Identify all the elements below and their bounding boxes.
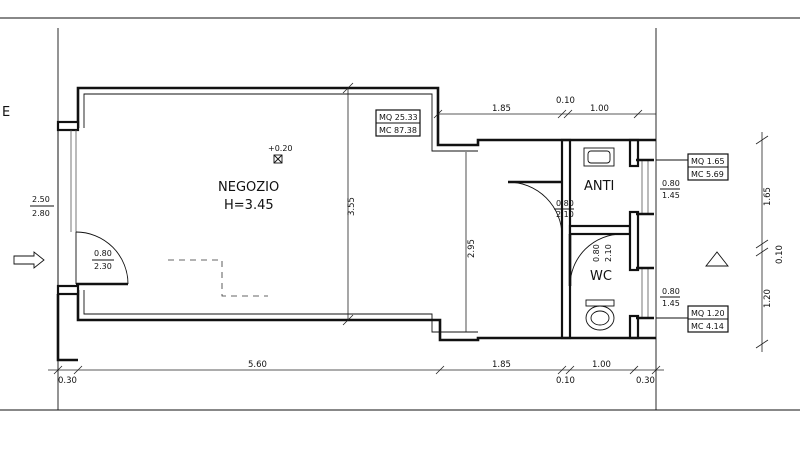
facade-pier-top bbox=[56, 120, 80, 132]
dim-tick bbox=[755, 239, 769, 249]
dim-top-a: 1.85 bbox=[492, 104, 511, 114]
area-anti: MQ 1.65 bbox=[691, 157, 725, 166]
area-negozio: MQ 25.33 bbox=[379, 113, 418, 122]
room-name-negozio: NEGOZIO bbox=[218, 180, 279, 195]
anti-window-height: 1.45 bbox=[662, 191, 680, 200]
dim-tick bbox=[755, 247, 769, 257]
dim-bottom-c: 1.85 bbox=[492, 360, 511, 370]
volume-wc: MC 4.14 bbox=[691, 322, 724, 331]
dim-bottom-e: 1.00 bbox=[592, 360, 611, 370]
level-marker-icon bbox=[273, 154, 283, 164]
north-arrow-icon bbox=[705, 251, 729, 267]
wc-door-height: 2.10 bbox=[604, 244, 613, 262]
shop-window-height: 2.80 bbox=[32, 209, 50, 218]
dim-tick bbox=[755, 339, 769, 349]
edge-letter: E bbox=[2, 105, 10, 120]
service-wall-partition bbox=[568, 224, 632, 236]
entrance-arrow-icon bbox=[13, 251, 45, 269]
shop-wall-inner bbox=[83, 93, 478, 333]
dim-tick bbox=[565, 365, 575, 375]
wc-window-height: 1.45 bbox=[662, 299, 680, 308]
dim-right-a: 1.65 bbox=[763, 187, 773, 206]
anti-door-swing bbox=[507, 181, 563, 237]
service-wall-right-mid bbox=[628, 210, 640, 272]
anti-door-height: 2.10 bbox=[556, 210, 574, 219]
facade-step bbox=[56, 294, 78, 362]
dim-tick bbox=[342, 314, 354, 326]
entrance-door-height: 2.30 bbox=[94, 262, 112, 271]
dim-tick bbox=[433, 109, 443, 119]
entrance-door-swing bbox=[75, 231, 129, 285]
dim-right-c: 1.20 bbox=[763, 289, 773, 308]
anti-window-width: 0.80 bbox=[662, 179, 680, 188]
dim-right-b: 0.10 bbox=[775, 245, 785, 264]
facade-pier-bottom bbox=[56, 284, 80, 296]
shop-wall-outline bbox=[76, 86, 562, 342]
wc-window-width: 0.80 bbox=[662, 287, 680, 296]
dim-tick bbox=[629, 365, 639, 375]
wc-door-width: 0.80 bbox=[592, 244, 601, 262]
dim-tick bbox=[342, 82, 354, 94]
service-wall-right-top bbox=[628, 138, 640, 168]
area-wc: MQ 1.20 bbox=[691, 309, 725, 318]
room-name-anti: ANTI bbox=[584, 179, 614, 194]
level-mark: +0.20 bbox=[268, 144, 293, 153]
dim-tick bbox=[557, 109, 567, 119]
dim-shop-height: 3.55 bbox=[347, 197, 357, 216]
dim-tick bbox=[557, 365, 567, 375]
dim-tick bbox=[53, 365, 63, 375]
anti-window bbox=[636, 158, 654, 216]
volume-anti: MC 5.69 bbox=[691, 170, 724, 179]
dim-corridor-height: 2.95 bbox=[467, 239, 477, 258]
dim-bottom-d: 0.10 bbox=[556, 376, 575, 386]
dim-bottom-b: 5.60 bbox=[248, 360, 267, 370]
dim-bottom-f: 0.30 bbox=[636, 376, 655, 386]
anti-door-width: 0.80 bbox=[556, 199, 574, 208]
shop-window-width: 2.50 bbox=[32, 195, 50, 204]
room-height-negozio: H=3.45 bbox=[224, 198, 274, 213]
dim-tick bbox=[563, 109, 573, 119]
entrance-door-width: 0.80 bbox=[94, 249, 112, 258]
dim-top-b: 0.10 bbox=[556, 96, 575, 106]
sink-icon bbox=[583, 147, 615, 167]
dim-tick bbox=[435, 365, 445, 375]
room-name-wc: WC bbox=[590, 269, 612, 284]
volume-negozio: MC 87.38 bbox=[379, 126, 417, 135]
dim-tick bbox=[755, 135, 769, 145]
counter-outline bbox=[168, 259, 268, 297]
toilet-icon bbox=[585, 299, 615, 331]
dim-bottom-a: 0.30 bbox=[58, 376, 77, 386]
dim-tick bbox=[73, 365, 83, 375]
wc-window bbox=[636, 266, 654, 320]
dim-tick bbox=[633, 109, 643, 119]
dim-tick bbox=[651, 365, 661, 375]
dim-top-c: 1.00 bbox=[590, 104, 609, 114]
